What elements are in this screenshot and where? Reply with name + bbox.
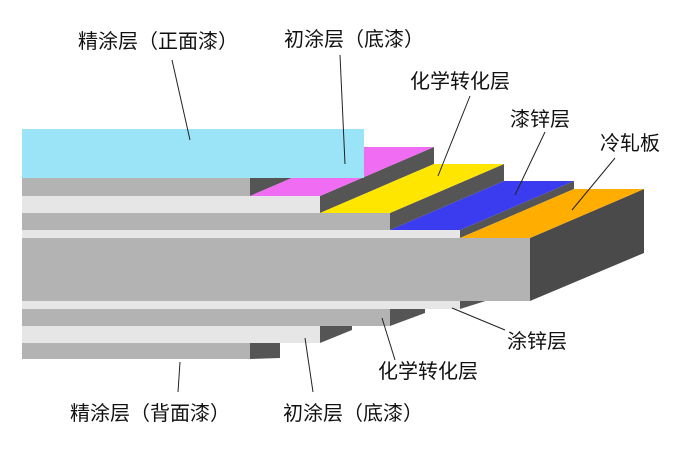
label-bottom-conversion-layer: 化学转化层 bbox=[378, 359, 478, 383]
leader-top-zinc-layer bbox=[514, 131, 546, 196]
leader-bottom-primer-coat bbox=[304, 337, 314, 393]
top-finish-coat-top-face-corner bbox=[250, 129, 364, 178]
bottom-zinc-layer-front bbox=[22, 301, 460, 309]
label-bottom-finish-coat: 精涂层（背面漆） bbox=[70, 401, 230, 425]
label-substrate: 冷轧板 bbox=[600, 131, 660, 155]
top-primer-coat-front bbox=[22, 196, 320, 213]
label-top-zinc-layer: 漆锌层 bbox=[510, 107, 570, 131]
leader-top-finish-coat bbox=[171, 59, 191, 141]
label-bottom-primer-coat: 初涂层（底漆） bbox=[283, 401, 423, 425]
leader-top-primer-coat bbox=[339, 54, 346, 165]
leader-substrate bbox=[571, 157, 616, 211]
top-zinc-layer-top-face bbox=[390, 181, 574, 230]
top-conversion-layer-front bbox=[22, 213, 390, 230]
label-top-finish-coat: 精涂层（正面漆） bbox=[78, 29, 238, 53]
top-conversion-layer-top-face bbox=[320, 164, 504, 213]
substrate-side bbox=[530, 189, 644, 301]
leader-bottom-finish-coat bbox=[177, 361, 181, 393]
bottom-conversion-layer-front bbox=[22, 309, 390, 326]
leader-bottom-conversion-layer bbox=[381, 317, 396, 361]
top-finish-coat-front bbox=[22, 178, 250, 196]
substrate-front bbox=[22, 238, 530, 301]
label-top-conversion-layer: 化学转化层 bbox=[410, 69, 510, 93]
bottom-primer-coat-front bbox=[22, 326, 320, 343]
leader-bottom-zinc-layer bbox=[451, 307, 506, 331]
label-bottom-zinc-layer: 涂锌层 bbox=[507, 329, 567, 353]
substrate-top-face bbox=[460, 189, 644, 238]
bottom-finish-coat-front bbox=[22, 343, 250, 359]
top-zinc-layer-side bbox=[460, 181, 574, 238]
top-zinc-layer-front bbox=[22, 230, 460, 238]
leader-top-conversion-layer bbox=[437, 95, 471, 177]
top-conversion-layer-side bbox=[390, 164, 504, 230]
top-primer-coat-side bbox=[320, 147, 434, 213]
label-top-primer-coat: 初涂层（底漆） bbox=[284, 27, 424, 51]
